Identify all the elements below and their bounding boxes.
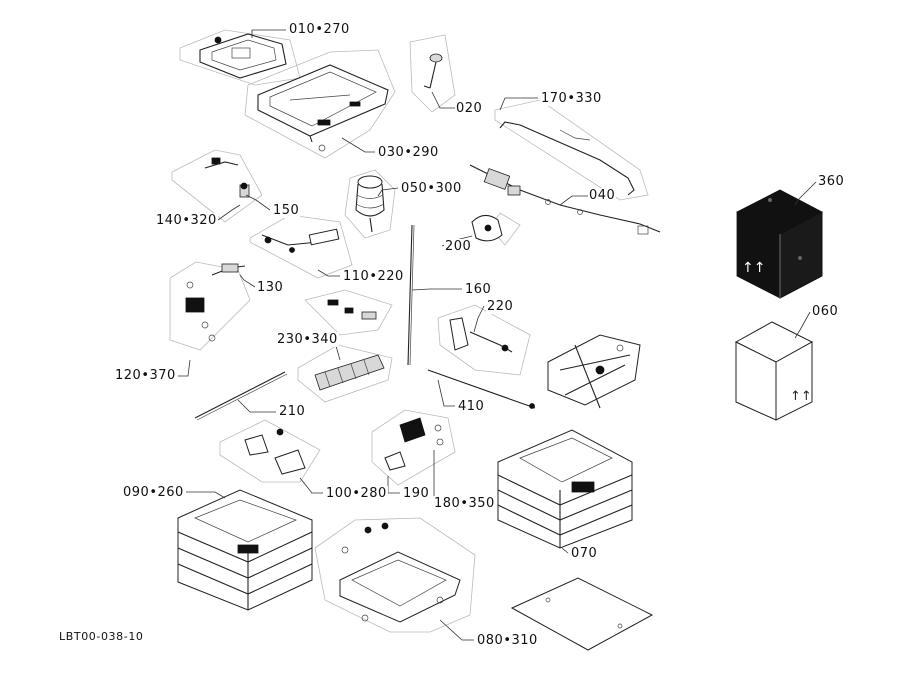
svg-text:↑↑: ↑↑ <box>742 260 765 276</box>
part-220-lever <box>449 317 513 353</box>
callout-090-260: 090•260 <box>122 485 185 500</box>
drawing-code: LBT00-038-10 <box>58 629 145 644</box>
callout-210: 210 <box>278 404 307 419</box>
callout-200: 200 <box>444 239 473 254</box>
callout-160: 160 <box>464 282 493 297</box>
part-070-base <box>497 429 633 549</box>
callout-070: 070 <box>570 546 599 561</box>
part-small-bolts <box>327 299 377 320</box>
callout-130: 130 <box>256 280 285 295</box>
bottom-plate <box>510 577 654 651</box>
part-030-frame <box>257 64 389 152</box>
part-130-link <box>211 263 246 276</box>
part-010-plate <box>199 33 287 79</box>
box-360: ↑↑ <box>736 189 823 299</box>
callout-180-350: 180•350 <box>433 496 496 511</box>
part-090-bellows <box>177 489 313 611</box>
callout-100-280: 100•280 <box>325 486 388 501</box>
callout-110-220: 110•220 <box>342 269 405 284</box>
part-200-cover <box>471 215 503 242</box>
scissor-mechanism <box>547 334 641 409</box>
part-020-lever <box>423 53 443 89</box>
box-060: ↑↑ <box>734 321 814 421</box>
part-410-cable <box>427 369 536 409</box>
callout-360: 360 <box>817 174 846 189</box>
callout-020: 020 <box>455 101 484 116</box>
callout-220: 220 <box>486 299 515 314</box>
callout-060: 060 <box>811 304 840 319</box>
callout-120-370: 120•370 <box>114 368 177 383</box>
part-170-rod <box>499 121 635 196</box>
part-180-assembly <box>384 417 444 471</box>
part-160-rod <box>407 224 415 366</box>
svg-text:↑↑: ↑↑ <box>790 389 812 404</box>
part-140-bracket <box>204 157 250 198</box>
callout-190: 190 <box>402 486 431 501</box>
part-230-spring <box>314 354 385 391</box>
part-050-air-spring <box>355 175 385 233</box>
callout-050-300: 050•300 <box>400 181 463 196</box>
callout-080-310: 080•310 <box>476 633 539 648</box>
callout-040: 040 <box>588 188 617 203</box>
part-080-frame <box>339 522 461 623</box>
part-100-bracket <box>244 428 306 475</box>
callout-170-330: 170•330 <box>540 91 603 106</box>
callout-150: 150 <box>272 203 301 218</box>
part-110-damper <box>261 228 340 253</box>
part-210-cable <box>194 371 288 421</box>
callout-140-320: 140•320 <box>155 213 218 228</box>
callout-410: 410 <box>457 399 486 414</box>
part-120-handle <box>185 281 216 342</box>
callout-030-290: 030•290 <box>377 145 440 160</box>
callout-230-340: 230•340 <box>276 332 339 347</box>
callout-010-270: 010•270 <box>288 22 351 37</box>
